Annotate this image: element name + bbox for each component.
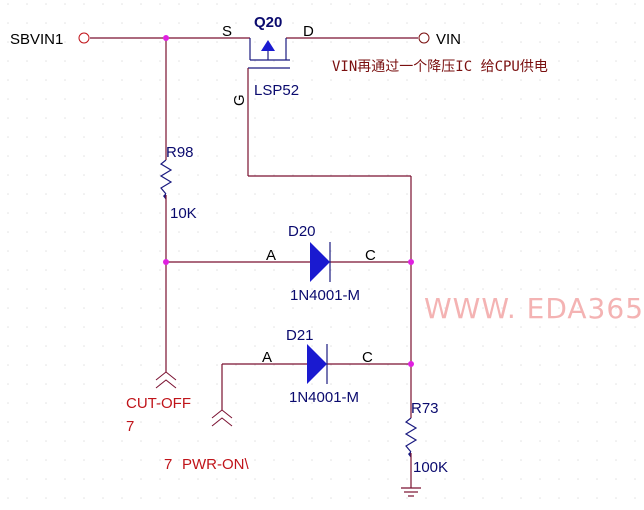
port-sbvin-terminal[interactable]	[78, 32, 90, 44]
r98-ref: R98	[166, 144, 194, 161]
q20-part: LSP52	[254, 82, 299, 99]
d21-ref: D21	[286, 327, 314, 344]
q20-pin-d: D	[303, 23, 314, 40]
mosfet-q20[interactable]	[247, 38, 290, 176]
offpage-connector-cut-off-icon[interactable]	[155, 371, 177, 389]
port-label-sbvin: SBVIN1	[10, 31, 63, 48]
offpage-label-cut-off: CUT-OFF	[126, 395, 191, 412]
watermark-text: WWW. EDA365. COM	[424, 292, 644, 325]
d21-pin-a: A	[262, 349, 272, 366]
offpage-page-pwr-on: 7	[164, 456, 172, 473]
r98-value: 10K	[170, 205, 197, 222]
r73-ref: R73	[411, 400, 439, 417]
junction-dot	[163, 259, 169, 265]
d21-part: 1N4001-M	[289, 389, 359, 406]
junction-dot	[163, 35, 169, 41]
d20-pin-c: C	[365, 247, 376, 264]
junction-dot	[408, 361, 414, 367]
offpage-connector-pwr-on-icon[interactable]	[211, 409, 233, 427]
resistor-r98[interactable]	[159, 159, 173, 200]
port-vin-terminal[interactable]	[418, 32, 430, 44]
diode-d21[interactable]	[307, 344, 328, 384]
r73-value: 100K	[413, 459, 448, 476]
offpage-label-pwr-on: PWR-ON\	[182, 456, 249, 473]
ground-icon	[401, 487, 421, 497]
resistor-r73[interactable]	[404, 417, 418, 458]
q20-ref: Q20	[254, 14, 282, 31]
annotation-text: VIN再通过一个降压IC 给CPU供电	[332, 59, 548, 75]
diode-d20[interactable]	[310, 242, 331, 282]
q20-pin-g: G	[231, 94, 248, 106]
mosfet-arrow-icon	[261, 40, 275, 51]
d21-pin-c: C	[362, 349, 373, 366]
d20-pin-a: A	[266, 247, 276, 264]
q20-pin-s: S	[222, 23, 232, 40]
port-label-vin: VIN	[436, 31, 461, 48]
offpage-page-cut-off: 7	[126, 418, 134, 435]
junction-dot	[408, 259, 414, 265]
d20-part: 1N4001-M	[290, 287, 360, 304]
d20-ref: D20	[288, 223, 316, 240]
